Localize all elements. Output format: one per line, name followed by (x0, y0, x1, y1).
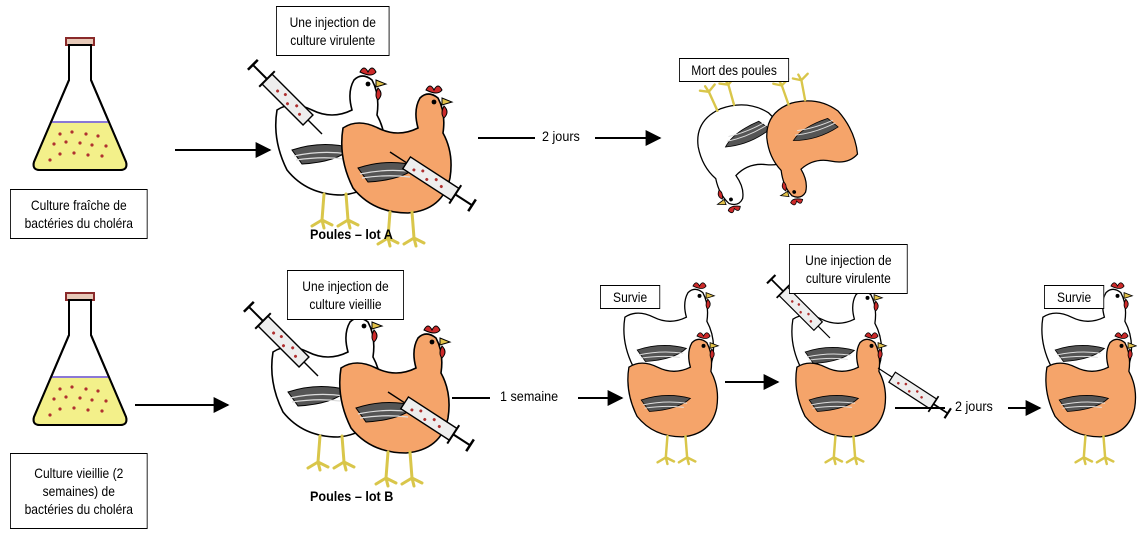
flask-fresh-culture-icon (32, 37, 128, 171)
label-survival-2: Survie (1044, 285, 1105, 309)
label-delay-b: 1 semaine (500, 388, 559, 404)
label-fresh-culture: Culture fraîche de bactéries du choléra (10, 189, 148, 239)
label-delay-c: 2 jours (955, 398, 993, 414)
hens-lot-b (239, 297, 481, 486)
dead-hens (678, 65, 867, 217)
flask-old-culture-icon (32, 292, 128, 426)
label-injection-virulent-a: Une injection de culture virulente (276, 6, 390, 56)
label-death: Mort des poules (679, 58, 790, 82)
reinjected-hens (763, 271, 957, 464)
surviving-hens-1 (624, 283, 718, 464)
label-injection-old: Une injection de culture vieillie (287, 270, 404, 320)
label-injection-virulent-b: Une injection de culture virulente (789, 244, 908, 294)
final-surviving-hens (1042, 283, 1136, 464)
label-old-culture: Culture vieillie (2 semaines) de bactéri… (10, 453, 148, 529)
label-lot-a: Poules – lot A (310, 226, 393, 242)
label-survival-1: Survie (600, 285, 661, 309)
label-delay-a: 2 jours (542, 128, 580, 144)
label-lot-b: Poules – lot B (310, 488, 394, 504)
hens-lot-a (243, 55, 483, 246)
